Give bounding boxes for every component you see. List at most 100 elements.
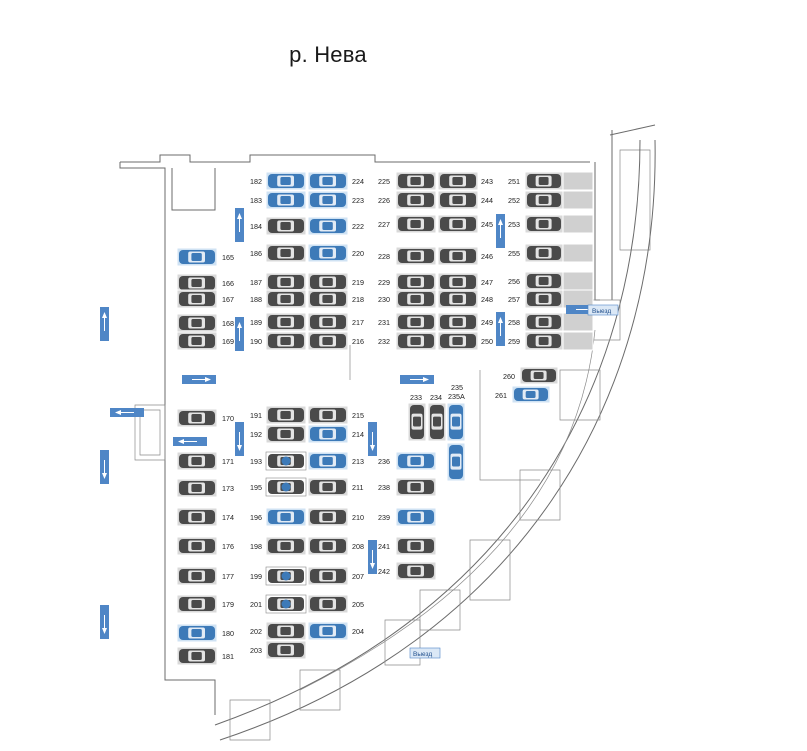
car-icon <box>440 315 476 329</box>
slot-number: 167 <box>222 295 234 304</box>
slot-number: 248 <box>481 295 493 304</box>
car-icon <box>268 174 304 188</box>
slot-number: 243 <box>481 177 493 186</box>
car-icon <box>268 427 304 441</box>
exit-sign-1: Выезд <box>587 304 619 316</box>
car-icon <box>179 334 215 348</box>
slot-number: 227 <box>378 220 390 229</box>
car-icon <box>410 405 424 439</box>
arrow-right-icon <box>182 375 216 384</box>
car-icon <box>179 292 215 306</box>
car-icon <box>440 193 476 207</box>
car-icon <box>179 649 215 663</box>
slot-number: 232 <box>378 337 390 346</box>
car-icon <box>310 219 346 233</box>
car-icon <box>268 315 304 329</box>
car-icon <box>430 405 444 439</box>
slot-number: 215 <box>352 411 364 420</box>
slot-number: 174 <box>222 513 234 522</box>
slot-number: 226 <box>378 196 390 205</box>
slot-number: 198 <box>250 542 262 551</box>
slot-number: 239 <box>378 513 390 522</box>
slot-number: 202 <box>250 627 262 636</box>
slot-number: 189 <box>250 318 262 327</box>
arrow-down-icon <box>368 422 377 456</box>
car-icon <box>310 454 346 468</box>
car-icon <box>268 624 304 638</box>
slot-number: 261 <box>495 391 507 400</box>
car-icon <box>398 217 434 231</box>
slot-number: 250 <box>481 337 493 346</box>
car-icon <box>514 388 548 401</box>
parking-disabled-icon <box>281 456 291 466</box>
slot-number: 231 <box>378 318 390 327</box>
slot-number: 181 <box>222 652 234 661</box>
slot-number: 214 <box>352 430 364 439</box>
slot-number: 176 <box>222 542 234 551</box>
arrow-up-icon <box>235 208 244 242</box>
slot-number: 169 <box>222 337 234 346</box>
arrow-down-icon <box>368 540 377 574</box>
slot-number: 251 <box>508 177 520 186</box>
arrow-up-icon <box>496 312 505 346</box>
car-icon <box>440 174 476 188</box>
car-icon <box>179 276 215 290</box>
walls <box>119 124 656 741</box>
slot-number: 260 <box>503 372 515 381</box>
slot-number: 230 <box>378 295 390 304</box>
car-icon <box>310 334 346 348</box>
slot-number: 213 <box>352 457 364 466</box>
slot-number: 210 <box>352 513 364 522</box>
arrow-up-icon <box>100 307 109 341</box>
slot-number: 195 <box>250 483 262 492</box>
slot-number: 224 <box>352 177 364 186</box>
car-icon <box>527 315 561 329</box>
parking-slots <box>176 171 594 666</box>
car-icon <box>268 539 304 553</box>
car-icon <box>398 539 434 553</box>
slot-number: 245 <box>481 220 493 229</box>
car-icon <box>398 334 434 348</box>
parking-disabled-icon <box>281 571 291 581</box>
river-label: р. Нева <box>289 42 367 67</box>
car-icon <box>527 193 561 207</box>
car-icon <box>268 408 304 422</box>
slot-number: 211 <box>352 483 363 492</box>
car-icon <box>398 174 434 188</box>
car-icon <box>527 274 561 288</box>
arrow-down-icon <box>100 605 109 639</box>
exit-sign-2: Выезд <box>409 647 441 659</box>
car-icon <box>179 510 215 524</box>
car-icon <box>398 292 434 306</box>
slot-number: 225 <box>378 177 390 186</box>
car-icon <box>268 643 304 657</box>
car-icon <box>398 315 434 329</box>
parking-disabled-icon <box>281 599 291 609</box>
slot-number: 184 <box>250 222 262 231</box>
car-icon <box>398 564 434 578</box>
car-icon <box>398 510 434 524</box>
car-icon <box>310 408 346 422</box>
slot-number: 247 <box>481 278 493 287</box>
arrow-left-icon <box>110 408 144 417</box>
slot-labels: 1651661671681691701711731741761771791801… <box>222 177 520 661</box>
slot-number: 216 <box>352 337 364 346</box>
slot-number: 259 <box>508 337 520 346</box>
slot-number: 170 <box>222 414 234 423</box>
car-icon <box>527 246 561 260</box>
car-icon <box>310 174 346 188</box>
arrow-down-icon <box>235 422 244 456</box>
slot-number: 183 <box>250 196 262 205</box>
car-icon <box>179 411 215 425</box>
slot-number: 171 <box>222 457 234 466</box>
arrow-down-icon <box>100 450 109 484</box>
car-icon <box>310 275 346 289</box>
slot-number: 179 <box>222 600 234 609</box>
slot-number: 180 <box>222 629 234 638</box>
car-icon <box>268 193 304 207</box>
slot-number: 186 <box>250 249 262 258</box>
car-icon <box>527 334 561 348</box>
arrow-right-icon <box>400 375 434 384</box>
car-icon <box>179 481 215 495</box>
